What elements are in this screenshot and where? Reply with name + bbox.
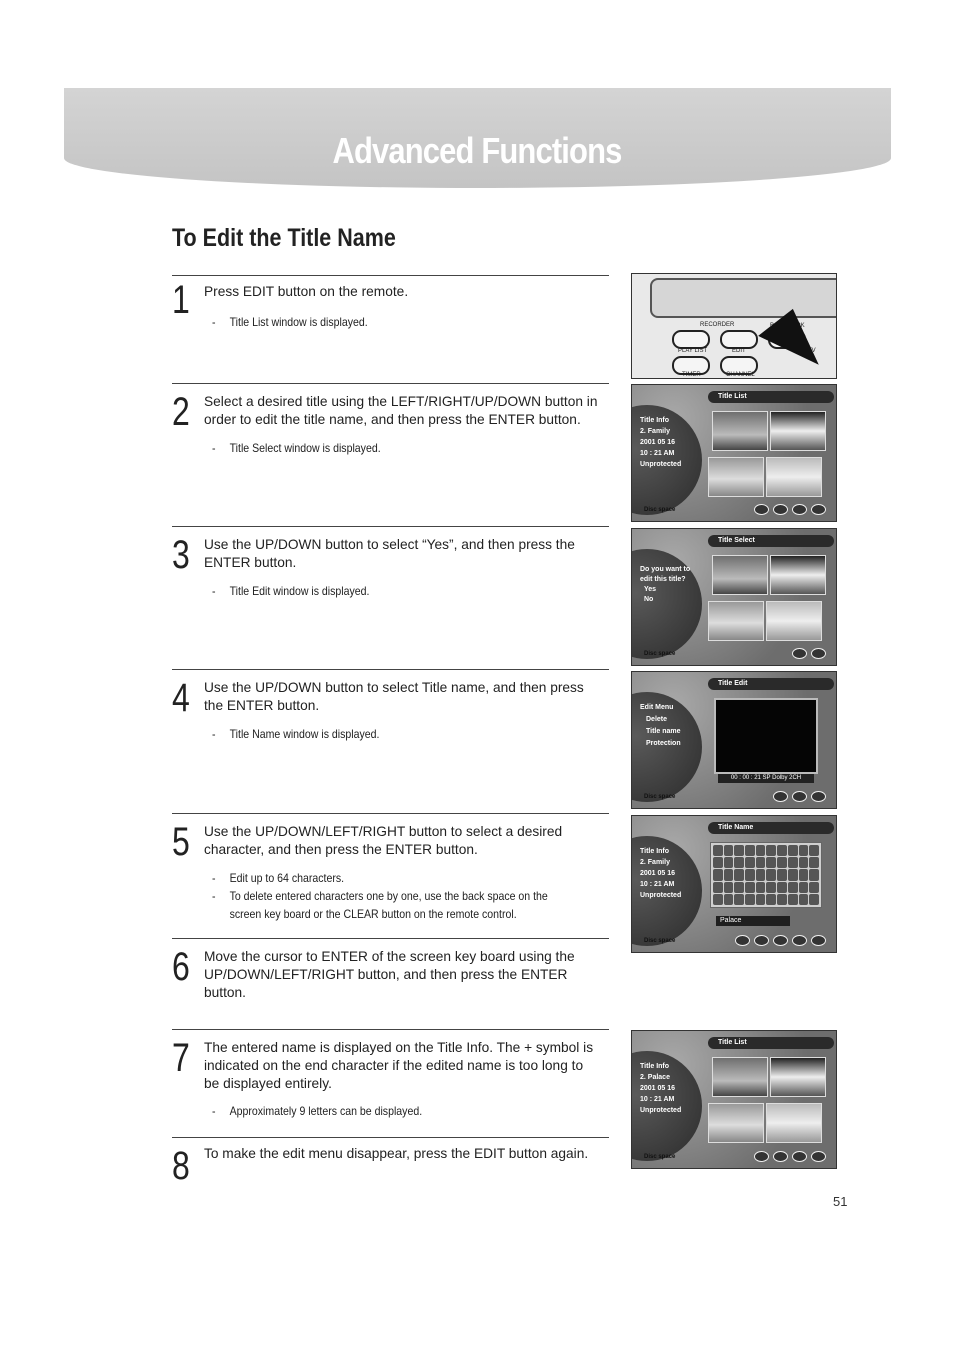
step-8: 8 To make the edit menu disappear, press… <box>172 1137 609 1188</box>
screen-title-list-updated: Title List Title Info 2. Palace 2001 05 … <box>631 1030 837 1169</box>
screen-title-edit: Title Edit Edit Menu Delete Title name P… <box>631 671 837 809</box>
step-text: Press EDIT button on the remote. <box>204 283 409 299</box>
step-text: Use the UP/DOWN/LEFT/RIGHT button to sel… <box>204 823 563 857</box>
onscreen-keyboard <box>710 842 822 908</box>
step-number: 1 <box>172 278 190 322</box>
step-note: -To delete entered characters one by one… <box>212 889 548 921</box>
step-note: -Title List window is displayed. <box>212 315 368 329</box>
step-2: 2 Select a desired title using the LEFT/… <box>172 383 609 524</box>
step-4: 4 Use the UP/DOWN button to select Title… <box>172 669 609 810</box>
step-number: 4 <box>172 676 190 720</box>
step-number: 6 <box>172 945 190 989</box>
step-6: 6 Move the cursor to ENTER of the screen… <box>172 938 609 1027</box>
step-note: -Approximately 9 letters can be displaye… <box>212 1104 423 1118</box>
header-banner <box>64 88 891 188</box>
pointer-arrow-icon <box>758 308 830 378</box>
screen-title-select: Title Select Do you want to edit this ti… <box>631 528 837 666</box>
step-text: Move the cursor to ENTER of the screen k… <box>204 948 575 1000</box>
step-note: -Edit up to 64 characters. <box>212 871 345 885</box>
step-number: 2 <box>172 390 190 434</box>
step-note: -Title Select window is displayed. <box>212 441 381 455</box>
step-number: 7 <box>172 1036 190 1080</box>
page-number: 51 <box>833 1194 848 1209</box>
step-note: -Title Name window is displayed. <box>212 727 380 741</box>
step-number: 5 <box>172 820 190 864</box>
step-text: The entered name is displayed on the Tit… <box>204 1039 594 1091</box>
step-text: Use the UP/DOWN button to select “Yes”, … <box>204 536 575 570</box>
step-7: 7 The entered name is displayed on the T… <box>172 1029 609 1135</box>
step-text: Select a desired title using the LEFT/RI… <box>204 393 598 427</box>
step-5: 5 Use the UP/DOWN/LEFT/RIGHT button to s… <box>172 813 609 936</box>
step-number: 8 <box>172 1144 190 1188</box>
step-text: Use the UP/DOWN button to select Title n… <box>204 679 584 713</box>
step-text: To make the edit menu disappear, press t… <box>204 1145 589 1161</box>
step-number: 3 <box>172 533 190 577</box>
screen-title-name: Title Name Title Info 2. Family 2001 05 … <box>631 815 837 953</box>
step-note: -Title Edit window is displayed. <box>212 584 370 598</box>
title-name-field: Palace <box>716 916 790 926</box>
remote-illustration: RECORDER BOOKMARK PLAY LIST EDIT TV TIME… <box>631 273 837 379</box>
step-3: 3 Use the UP/DOWN button to select “Yes”… <box>172 526 609 667</box>
step-1: 1 Press EDIT button on the remote. -Titl… <box>172 275 609 381</box>
page-title: Advanced Functions <box>332 130 622 171</box>
screen-title-list: Title List Title Info 2. Family 2001 05 … <box>631 384 837 522</box>
section-title: To Edit the Title Name <box>172 224 396 252</box>
